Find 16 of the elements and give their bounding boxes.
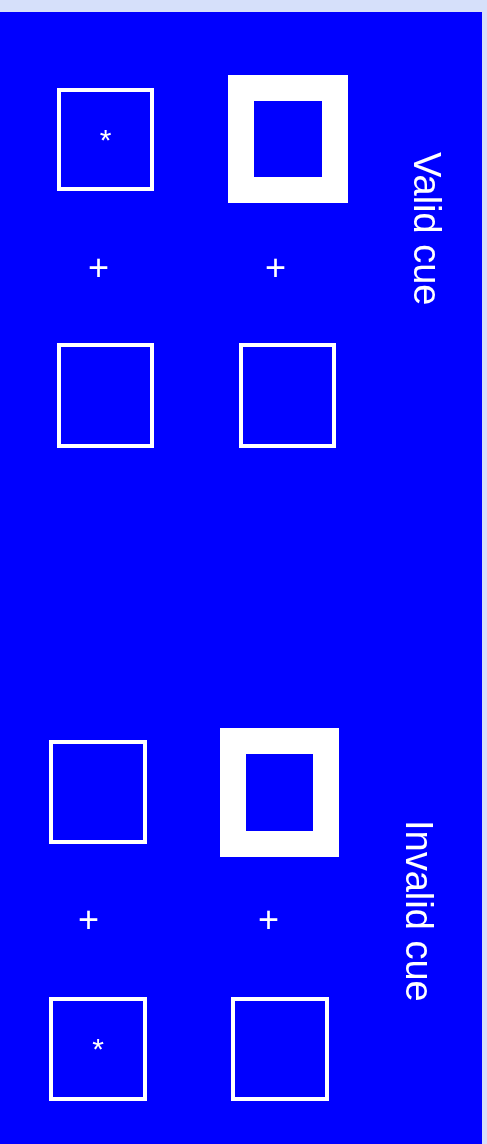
placeholder-frame bbox=[231, 997, 329, 1101]
target-frame bbox=[49, 997, 147, 1101]
cue-frame bbox=[220, 728, 339, 857]
condition-label: Invalid cue bbox=[400, 820, 438, 1002]
placeholder-frame bbox=[57, 343, 154, 448]
placeholder-frame bbox=[239, 343, 336, 448]
cue-frame bbox=[228, 75, 348, 203]
fixation-cross: + bbox=[265, 250, 287, 286]
target-asterisk: * bbox=[92, 1034, 104, 1064]
target-asterisk: * bbox=[99, 124, 112, 155]
fixation-cross: + bbox=[88, 250, 110, 286]
placeholder-frame bbox=[49, 740, 147, 844]
fixation-cross: + bbox=[258, 902, 280, 938]
fixation-cross: + bbox=[78, 902, 100, 938]
condition-label: Valid cue bbox=[408, 152, 446, 306]
target-frame bbox=[57, 88, 154, 191]
